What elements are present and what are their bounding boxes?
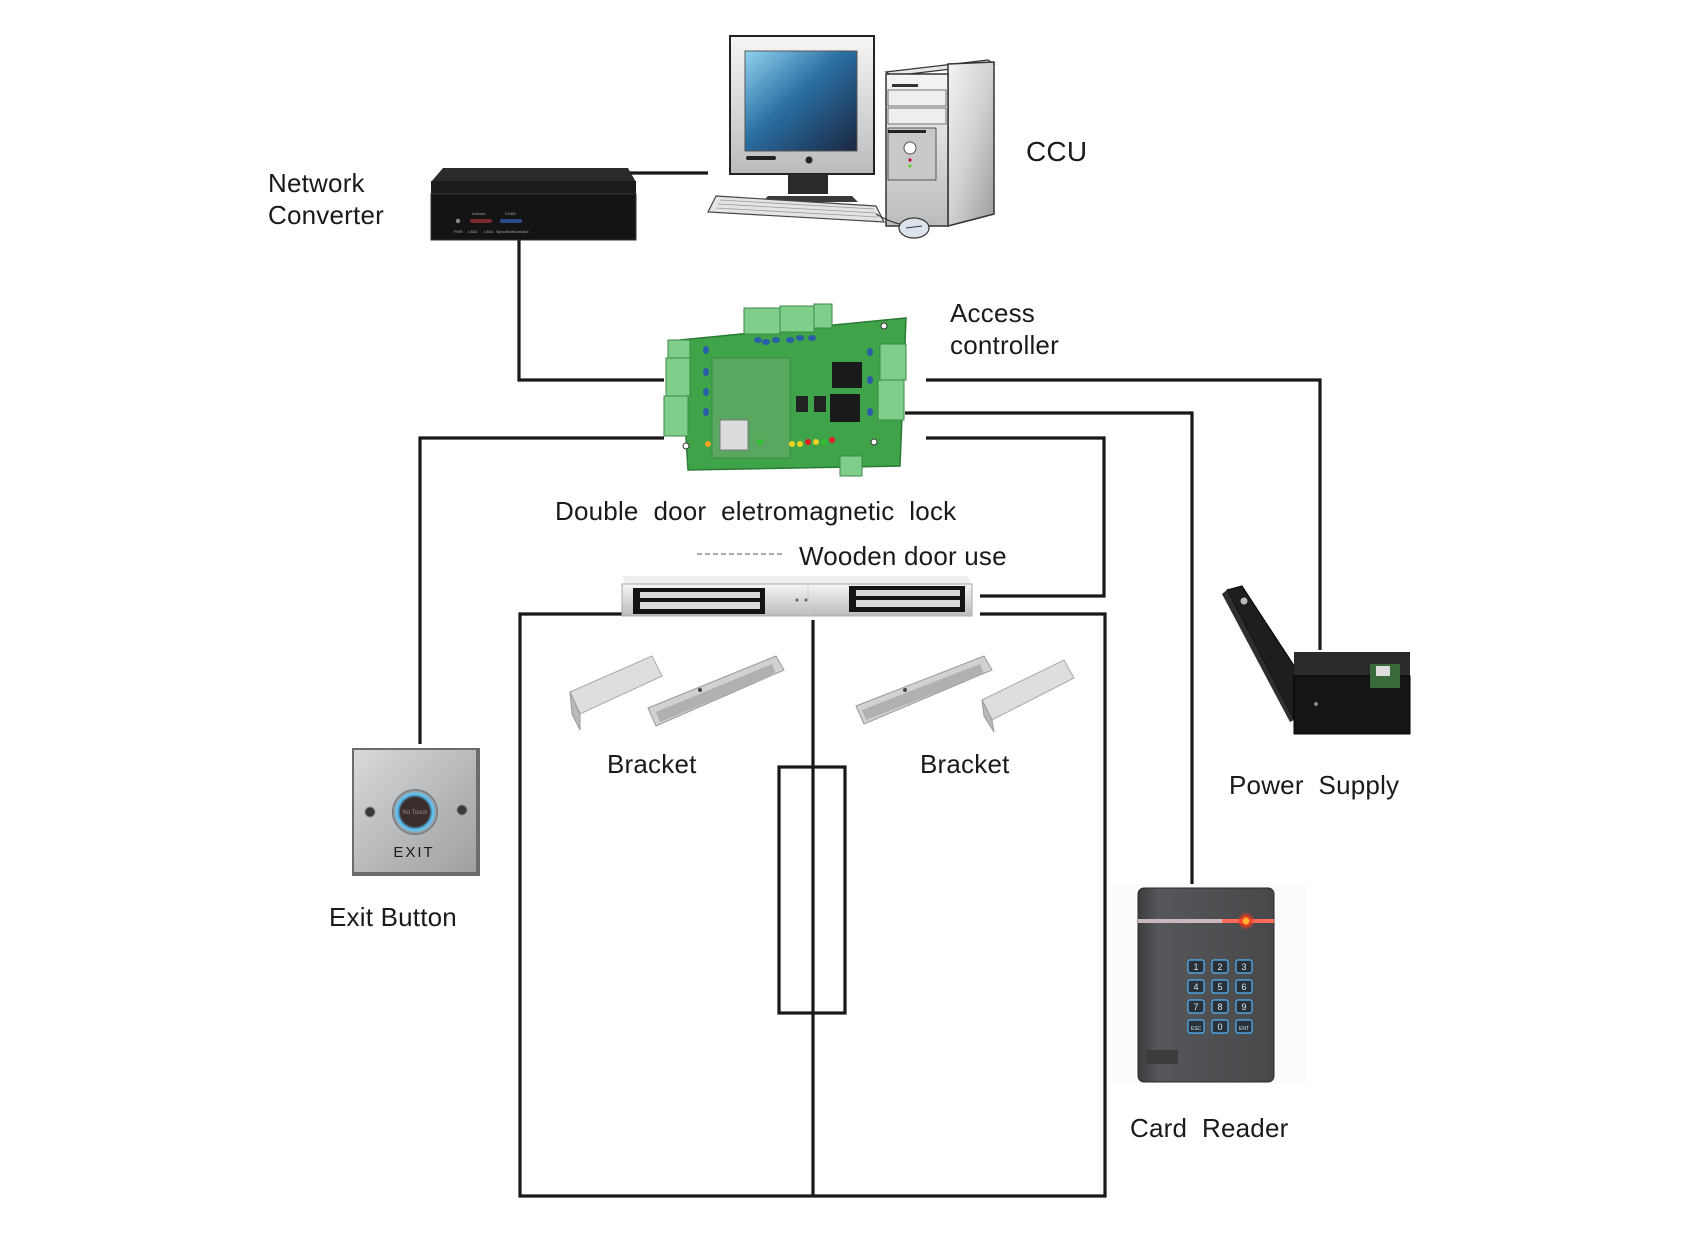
ccu-computer-icon[interactable] [707,35,996,239]
maglock-note-label: Wooden door use [799,541,1007,571]
wire-controller-power-supply [926,378,1322,650]
bracket-left-label: Bracket [607,749,697,779]
access-controller-label-line2: controller [950,330,1059,360]
svg-text:Link/Act: Link/Act [515,230,529,234]
access-controller-label-line1: Access [950,298,1036,328]
access-controller-icon[interactable] [663,303,907,477]
keypad-key-label: 6 [1241,982,1246,992]
network-converter-label-line2: Converter [268,200,384,230]
keypad-key[interactable] [1211,959,1229,974]
wire-controller-exit-button [418,436,664,744]
bracket-right-label: Bracket [920,749,1010,779]
wire-controller-card-reader [905,411,1194,888]
bracket-right-icon[interactable] [855,655,1075,733]
keypad-key-label: 2 [1217,962,1222,972]
svg-text:PWR: PWR [454,230,463,234]
keypad-key-label: 9 [1241,1002,1246,1012]
wires [418,171,1322,1198]
exit-button-icon[interactable]: No Touch EXIT [352,748,480,876]
ccu-label: CCU [1026,136,1088,167]
keypad-key-label: ESC [1191,1026,1202,1032]
svg-text:LAN1: LAN1 [484,230,494,234]
keypad-key-label: 3 [1241,962,1246,972]
keypad-key[interactable] [1211,979,1229,994]
keypad-key[interactable] [1235,979,1253,994]
exit-button-face-text: No Touch [402,810,427,816]
exit-button-label: Exit Button [329,902,457,932]
keypad-key-label: 5 [1217,982,1222,992]
keypad-key[interactable] [1235,1019,1253,1034]
keypad-key[interactable] [1187,979,1205,994]
svg-text:COAX: COAX [505,212,516,216]
keypad-key-label: 1 [1193,962,1198,972]
keypad-key[interactable] [1211,999,1229,1014]
keypad-key[interactable] [1187,959,1205,974]
keypad-key-label: 8 [1217,1002,1222,1012]
keypad-key[interactable] [1235,959,1253,974]
maglock-label: Double door eletromagnetic lock [555,496,957,526]
power-supply-label: Power Supply [1229,770,1400,800]
bracket-left-icon[interactable] [569,655,785,731]
wire-converter-controller [517,240,664,382]
keypad-key[interactable] [1235,999,1253,1014]
power-supply-icon[interactable] [1222,585,1411,735]
svg-text:Sync/Mode: Sync/Mode [496,230,515,234]
keypad-key-label: 4 [1193,982,1198,992]
card-reader-label: Card Reader [1130,1113,1289,1143]
keypad-key-label: 0 [1217,1022,1222,1032]
door-handle [777,765,847,1015]
keypad-key-label: 7 [1193,1002,1198,1012]
keypad-key[interactable] [1211,1019,1229,1034]
wire-controller-lock [926,436,1106,598]
exit-plate-text: EXIT [393,844,434,861]
keypad-key[interactable] [1187,1019,1205,1034]
maglock-icon[interactable] [621,576,973,617]
svg-text:Link/Act: Link/Act [472,212,486,216]
keypad-key[interactable] [1187,999,1205,1014]
network-converter-label-line1: Network [268,168,365,198]
svg-text:LAN2: LAN2 [468,230,478,234]
keypad-key-label: ENT [1239,1026,1249,1032]
